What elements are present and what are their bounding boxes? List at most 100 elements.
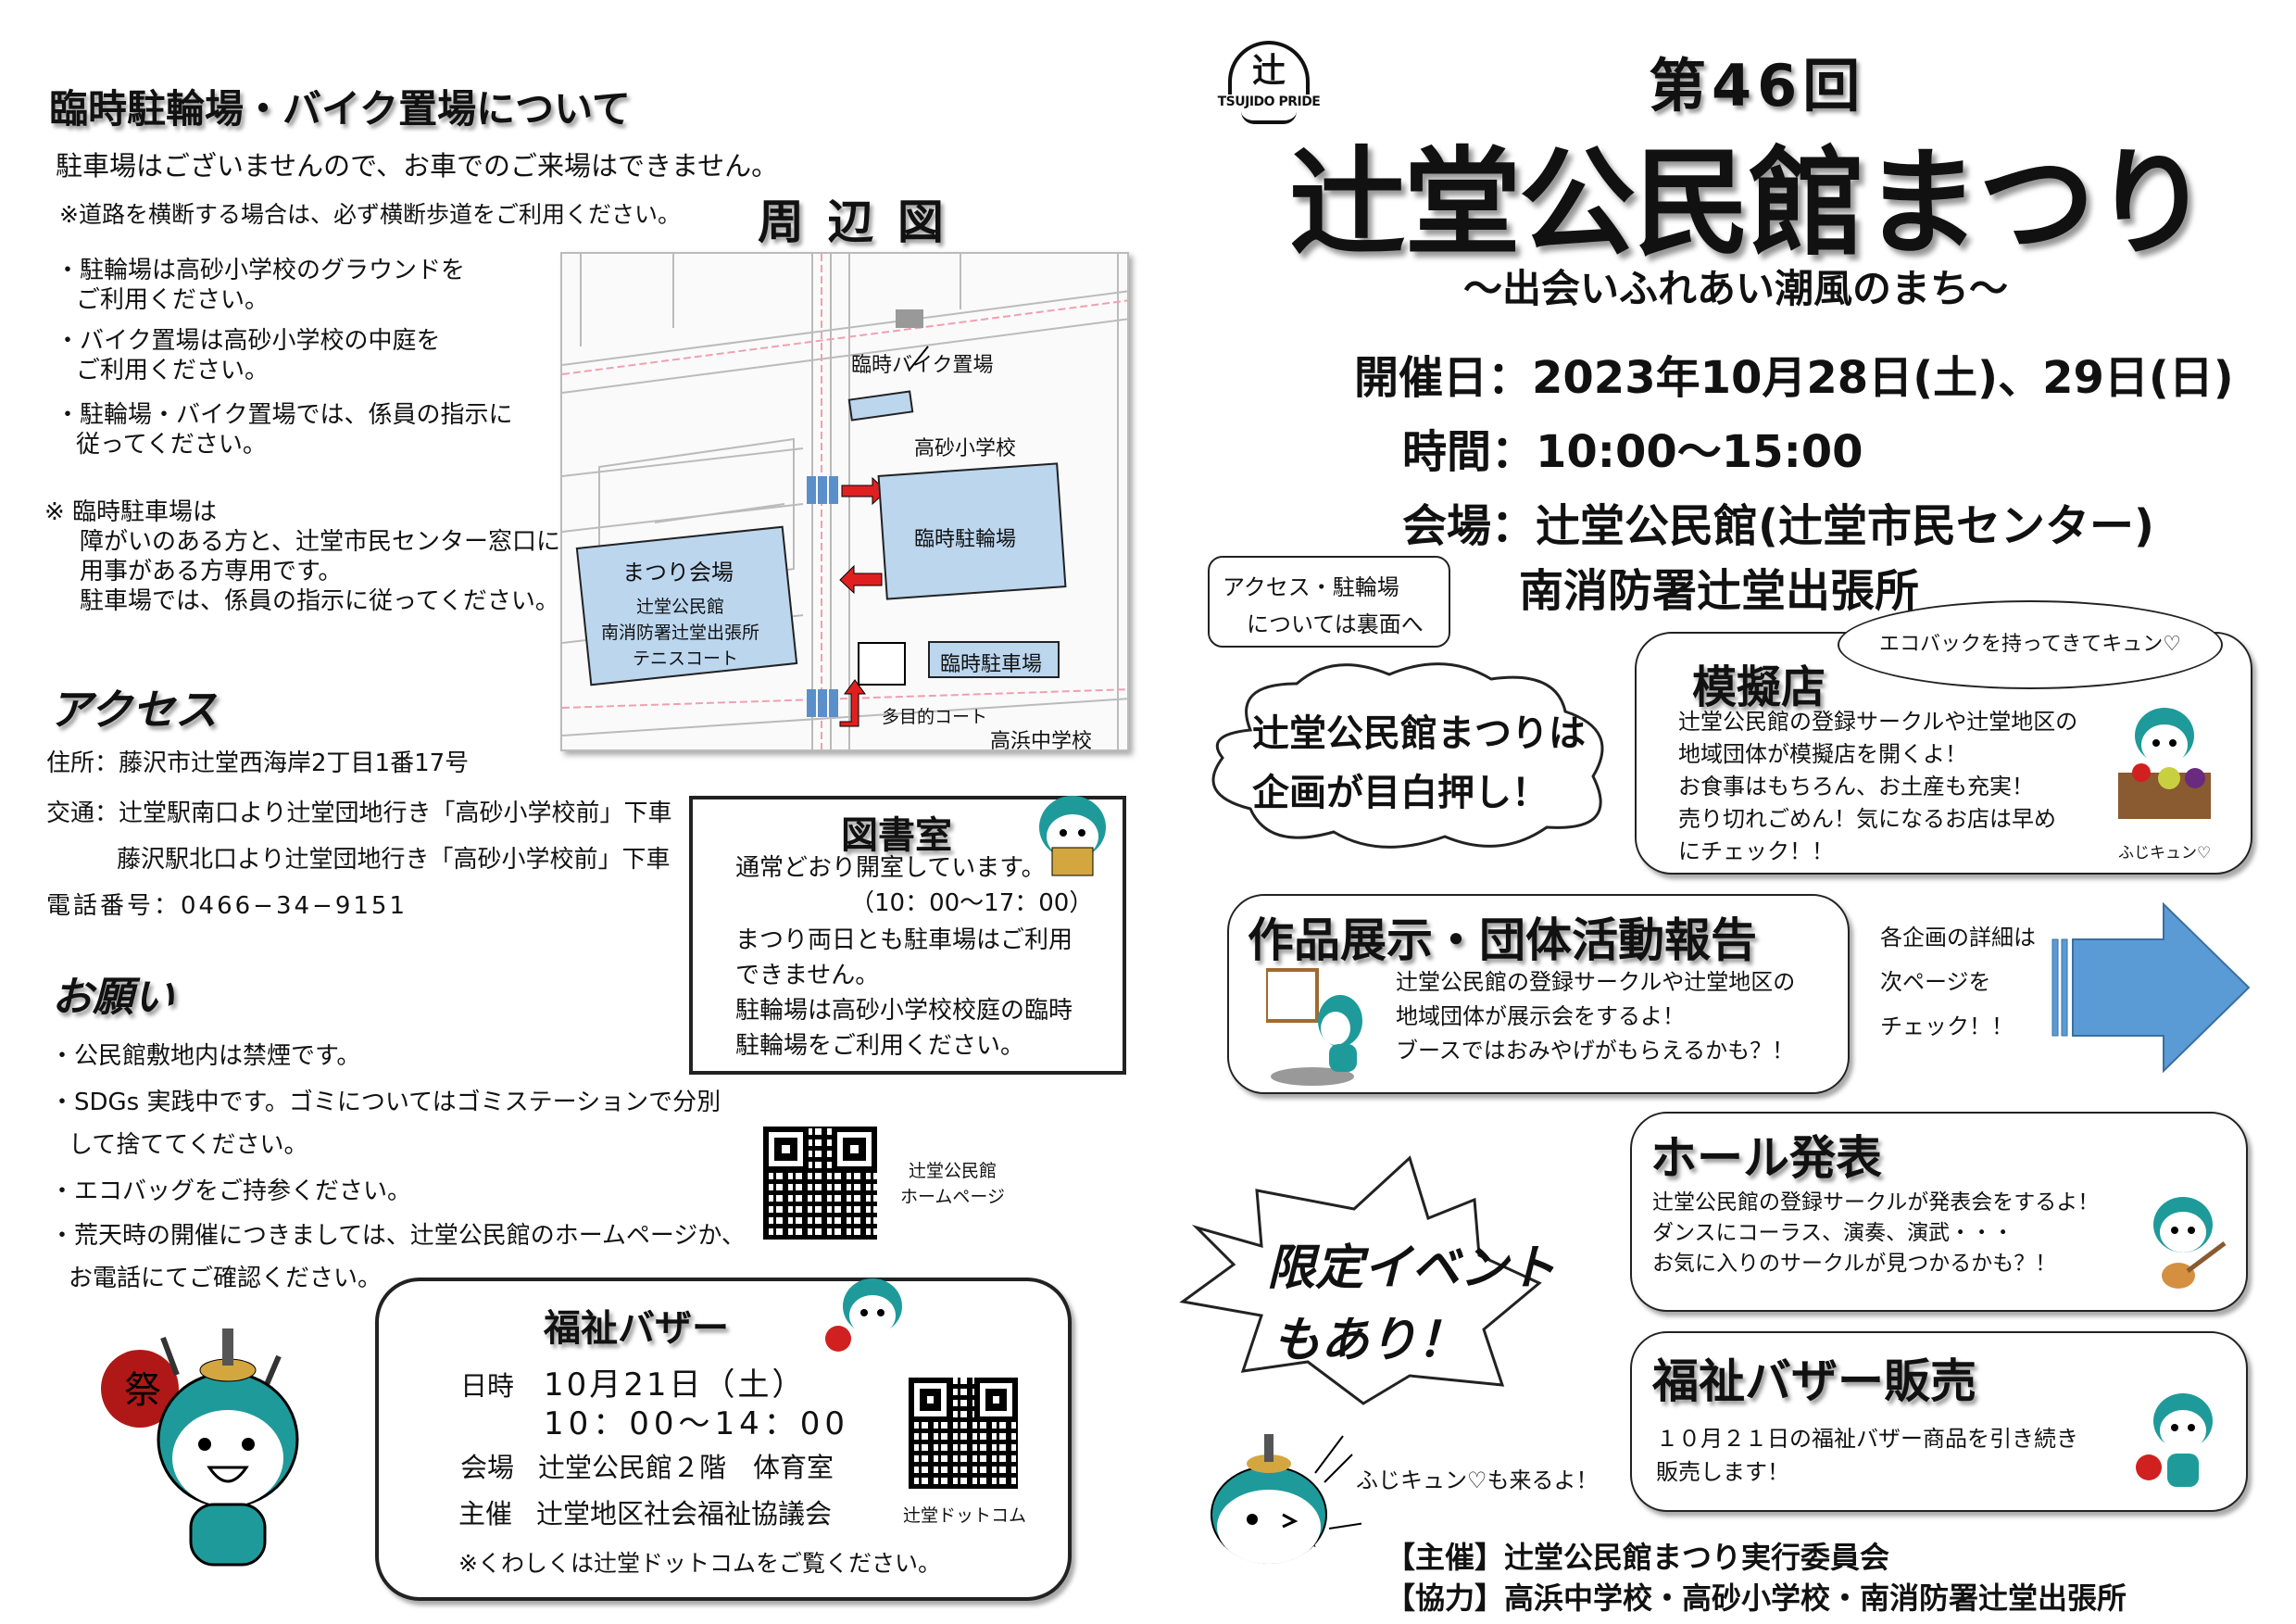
map-label-venue: まつり会場 xyxy=(622,560,734,585)
next-page-note: 各企画の詳細は次ページをチェック！！ xyxy=(1880,915,2036,1049)
tsujido-dotcom-qr-code[interactable] xyxy=(909,1378,1018,1489)
stall-caption: ふじキュン♡ xyxy=(2118,844,2212,862)
bazaar-sale-line: 販売します！ xyxy=(1656,1459,1789,1485)
limited-event-text: 限定イベントもあり！ xyxy=(1267,1232,1556,1377)
bullet-line: ・駐輪場は高砂小学校のグラウンドを xyxy=(56,257,466,284)
bazaar-sale-text: １０月２１日の福祉バザー商品を引き続き販売します！ xyxy=(1656,1422,2078,1489)
tsujido-pride-logo: 辻 TSUJIDO PRIDE xyxy=(1215,41,1323,137)
map-label-venue2: 南消防署辻堂出張所 xyxy=(601,623,760,643)
note-line: 障がいのある方と、辻堂市民センター窓口に xyxy=(80,528,560,556)
transport-1: 交通：辻堂駅南口より辻堂団地行き「高砂小学校前」下車 xyxy=(46,799,672,827)
map-label-venue3: テニスコート xyxy=(633,648,739,669)
bullet-line: ご利用ください。 xyxy=(76,357,270,384)
mascot-basket-icon xyxy=(825,1278,902,1352)
stall-line: お食事はもちろん、お土産も充実！ xyxy=(1678,774,2034,799)
hall-line: 辻堂公民館の登録サークルが発表会をするよ！ xyxy=(1652,1190,2100,1215)
note-line: 駐車場では、係員の指示に従ってください。 xyxy=(80,587,559,615)
bullet-line: ・バイク置場は高砂小学校の中庭を xyxy=(56,327,441,355)
mascot-fruit-icon xyxy=(2118,708,2211,819)
library-line: （10：00～17：00） xyxy=(850,889,1094,917)
limited-line: 限定イベント xyxy=(1267,1240,1557,1296)
bazaar-venue: 辻堂公民館２階 体育室 xyxy=(538,1452,834,1483)
homepage-qr-code[interactable] xyxy=(763,1127,877,1240)
limited-line: もあり！ xyxy=(1273,1313,1466,1368)
stall-line: 売り切れごめん！気になるお店は早め xyxy=(1678,806,2056,832)
exhibit-line: 辻堂公民館の登録サークルや辻堂地区の xyxy=(1396,969,1796,995)
festival-title: 辻堂公民館まつり xyxy=(1289,135,2210,271)
mascot-painting-icon xyxy=(1266,968,1362,1086)
request-item: お電話にてご確認ください。 xyxy=(69,1265,383,1292)
hall-line: お気に入りのサークルが見つかるかも？！ xyxy=(1652,1252,2057,1276)
mascot-fan-icon: 祭 xyxy=(101,1328,299,1567)
map-label-venue1: 辻堂公民館 xyxy=(636,597,725,617)
bazaar-title: 福祉バザー xyxy=(544,1307,729,1350)
bazaar-sale-box: 福祉バザー販売 １０月２１日の福祉バザー商品を引き続き販売します！ xyxy=(1630,1331,2248,1512)
phone: 電話番号：0466−34−9151 xyxy=(46,892,408,920)
bazaar-host: 辻堂地区社会福祉協議会 xyxy=(536,1498,833,1530)
car-area xyxy=(928,641,1060,678)
hall-box: ホール発表 辻堂公民館の登録サークルが発表会をするよ！ ダンスにコーラス、演奏、演… xyxy=(1630,1112,2248,1312)
cloud-line: 辻堂公民館まつりは xyxy=(1252,712,1586,755)
bazaar-box: 福祉バザー 日時 10月21日（土） 10：00～14：00 会場 辻堂公民館２… xyxy=(375,1278,1072,1601)
temp-parking-note: ※ 臨時駐車場は 障がいのある方と、辻堂市民センター窓口に 用事がある方専用です… xyxy=(44,497,560,616)
bullet-line: ご利用ください。 xyxy=(76,286,270,314)
burst-shape xyxy=(1179,1155,1542,1405)
arrow-right-icon xyxy=(2051,902,2251,1074)
mascot-wink-icon xyxy=(1211,1434,1361,1564)
bullet-line: ・駐輪場・バイク置場では、係員の指示に xyxy=(56,401,513,429)
subtitle: ～出会いふれあい潮風のまち～ xyxy=(1463,266,2009,311)
access-heading: アクセス xyxy=(49,685,218,735)
request-heading: お願い xyxy=(52,974,174,1021)
map-label-court: 多目的コート xyxy=(882,707,988,727)
crossing-note: ※道路を横断する場合は、必ず横断歩道をご利用ください。 xyxy=(59,201,681,228)
eco-bag-bubble: エコバックを持ってきてキュン♡ xyxy=(1838,600,2223,689)
bazaar-host-label: 主催 xyxy=(458,1498,513,1530)
stall-line: にチェック！！ xyxy=(1678,838,1834,864)
logo-text: TSUJIDO PRIDE xyxy=(1217,94,1321,109)
logo-wave-icon xyxy=(1241,111,1297,124)
note-line: 用事がある方専用です。 xyxy=(80,558,343,585)
request-item: ・荒天時の開催につきましては、辻堂公民館のホームページか、 xyxy=(50,1222,746,1250)
bubble-line: アクセス・駐輪場 xyxy=(1223,574,1399,600)
mascot-guitar-icon xyxy=(2153,1197,2227,1289)
address: 住所：藤沢市辻堂西海岸2丁目1番17号 xyxy=(46,749,470,777)
fan-text: 祭 xyxy=(124,1369,161,1412)
note-line: ※ 臨時駐車場は xyxy=(44,498,218,526)
area-map: 臨時バイク置場 高砂小学校 臨時駐輪場 まつり会場 辻堂公民館 南消防署辻堂出張… xyxy=(560,252,1129,751)
mascot-reading-icon xyxy=(1039,796,1106,876)
event-time: 時間：10:00～15:00 xyxy=(1402,426,1863,478)
event-venue-2: 南消防署辻堂出張所 xyxy=(1519,565,1920,617)
bazaar-time: 10：00～14：00 xyxy=(544,1405,850,1442)
transport-2: 藤沢駅北口より辻堂団地行き「高砂小学校前」下車 xyxy=(117,846,671,874)
map-label-car: 臨時駐車場 xyxy=(940,653,1043,676)
cloud-shape xyxy=(1211,662,1604,849)
next-line: 次ページを xyxy=(1880,969,1991,995)
bazaar-sale-line: １０月２１日の福祉バザー商品を引き続き xyxy=(1656,1426,2078,1452)
cloud-text: 辻堂公民館まつりは企画が目白押し！ xyxy=(1252,704,1586,823)
library-title: 図書室 xyxy=(841,814,952,857)
stall-line: 辻堂公民館の登録サークルや辻堂地区の xyxy=(1678,709,2078,735)
edition: 第46回 xyxy=(1649,52,1866,120)
bubble-line: については裏面へ xyxy=(1247,611,1424,637)
next-line: 各企画の詳細は xyxy=(1880,925,2036,950)
no-parking-text: 駐車場はございませんので、お車でのご来場はできません。 xyxy=(56,150,779,182)
hall-line: ダンスにコーラス、演奏、演武・・・ xyxy=(1652,1221,2014,1245)
request-item: して捨ててください。 xyxy=(69,1131,308,1159)
bazaar-qr-label: 辻堂ドットコム xyxy=(903,1505,1027,1526)
event-venue: 会場：辻堂公民館(辻堂市民センター) xyxy=(1402,500,2154,552)
next-line: チェック！！ xyxy=(1880,1013,2014,1039)
bullet-1: ・駐輪場は高砂小学校のグラウンドをご利用ください。 xyxy=(56,256,465,315)
request-item: ・エコバッグをご持参ください。 xyxy=(50,1177,412,1205)
library-line: 駐輪場をご利用ください。 xyxy=(735,1032,1025,1060)
qr-home-line: ホームページ xyxy=(900,1187,1006,1207)
bullet-line: 従ってください。 xyxy=(76,431,267,459)
bullet-3: ・駐輪場・バイク置場では、係員の指示に従ってください。 xyxy=(56,400,512,460)
map-label-jhs: 高浜中学校 xyxy=(990,730,1093,751)
stall-line: 地域団体が模擬店を開くよ！ xyxy=(1678,741,1967,767)
qr-home-label: 辻堂公民館ホームページ xyxy=(900,1158,1005,1210)
bazaar-venue-label: 会場 xyxy=(460,1452,515,1483)
hall-title: ホール発表 xyxy=(1650,1131,1882,1185)
stall-title: 模擬店 xyxy=(1692,661,1826,713)
request-item: ・SDGs 実践中です。ゴミについてはゴミステーションで分別 xyxy=(50,1089,721,1116)
organizer: 【主催】辻堂公民館まつり実行委員会 xyxy=(1386,1540,1890,1575)
